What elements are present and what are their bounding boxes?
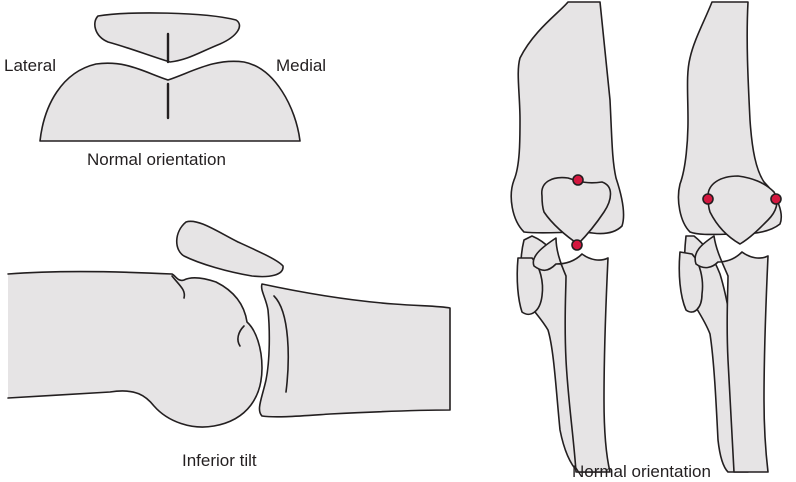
ulna-inner-line [273,295,289,393]
landmark-left-2 [702,193,714,205]
femoral-condyles [39,60,301,142]
caption-inferior-tilt: Inferior tilt [182,451,257,470]
label-medial: Medial [276,56,327,75]
humerus-shaft [7,270,263,428]
ulna-1 [532,237,611,473]
humerus-2 [677,1,782,236]
right-elbow-1 [510,1,625,473]
olecranon-2 [707,175,778,245]
caption-top-normal-orientation: Normal orientation [87,150,226,169]
humerus-head-inner [171,275,245,347]
humerus-1 [510,1,625,235]
tilted-fragment [175,220,284,278]
radial-head-1 [516,257,544,316]
top-patella-view [39,12,301,142]
radial-head-2 [678,251,704,313]
landmark-top-1 [572,174,584,186]
olecranon-1 [541,176,612,245]
landmark-bottom-1 [571,239,583,251]
landmark-right-2 [770,193,782,205]
inferior-tilt-view [7,220,451,428]
right-elbow-2 [677,1,782,473]
caption-right-normal-orientation: Normal orientation [572,462,711,481]
ulna-shaft [258,283,451,418]
ulna-2 [694,235,769,473]
label-lateral: Lateral [4,56,56,75]
